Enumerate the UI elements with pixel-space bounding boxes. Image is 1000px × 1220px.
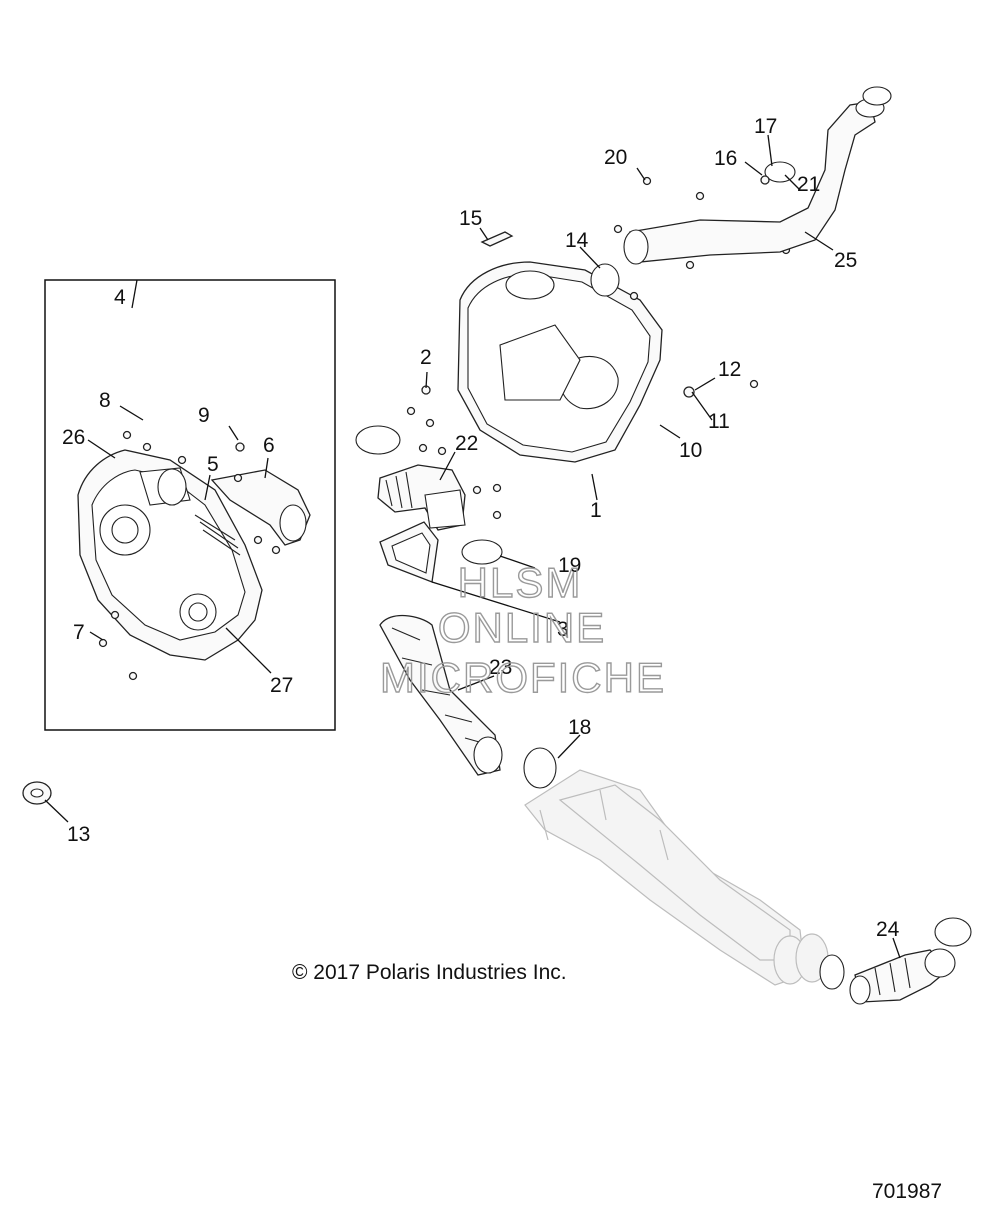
callout-10: 10	[679, 439, 702, 462]
clamp-24b	[934, 917, 972, 947]
inlet-duct-22	[377, 464, 466, 531]
callout-12: 12	[718, 358, 741, 381]
ghost-frame-tubes	[524, 769, 829, 986]
callout-26: 26	[62, 426, 85, 449]
callout-20: 20	[604, 146, 627, 169]
callout-22: 22	[455, 432, 478, 455]
watermark-line-1: HLSM	[458, 559, 583, 606]
inset-box	[44, 279, 336, 731]
callout-5: 5	[207, 453, 219, 476]
clamp-18	[523, 747, 557, 789]
diagram-number: 701987	[872, 1180, 942, 1203]
cover-duct	[210, 469, 311, 546]
main-cover-fasteners	[406, 176, 791, 520]
callout-11: 11	[708, 410, 730, 433]
intake-hose-23	[379, 614, 503, 776]
watermark-line-2: ONLINE	[438, 604, 606, 651]
watermark-line-3: MICROFICHE	[380, 654, 666, 701]
callout-16: 16	[714, 147, 737, 170]
callout-15: 15	[459, 207, 482, 230]
clamp-14	[590, 263, 620, 297]
callout-24: 24	[876, 918, 900, 941]
washer-13	[22, 781, 52, 805]
callout-14: 14	[565, 229, 589, 252]
inset-fasteners	[98, 430, 281, 681]
seal-15	[480, 231, 514, 247]
callout-13: 13	[67, 823, 90, 846]
watermark: HLSM ONLINE MICROFICHE	[379, 558, 666, 701]
leader-lines	[44, 134, 901, 959]
callout-18: 18	[568, 716, 591, 739]
outer-clutch-cover	[457, 261, 663, 463]
leader-4	[131, 279, 138, 309]
clamp-24a	[819, 954, 845, 990]
callout-17: 17	[754, 115, 777, 138]
callout-1: 1	[590, 499, 602, 522]
clip-16	[760, 175, 770, 185]
callout-2: 2	[420, 346, 432, 369]
callout-labels: 1 2 3 4 5 6 7 8 9 10 11 12 13 14 15 16 1…	[62, 115, 900, 941]
clamp-inlet	[355, 425, 401, 455]
outlet-duct	[623, 86, 892, 265]
callout-25: 25	[834, 249, 857, 272]
copyright-notice: © 2017 Polaris Industries Inc.	[292, 961, 567, 984]
inner-clutch-cover	[77, 449, 263, 661]
filter-3	[379, 521, 439, 583]
callout-3: 3	[557, 618, 569, 641]
callout-6: 6	[263, 434, 275, 457]
callout-23: 23	[489, 656, 512, 679]
callout-8: 8	[99, 389, 111, 412]
callout-27: 27	[270, 674, 293, 697]
callout-7: 7	[73, 621, 85, 644]
clamp-19	[461, 539, 503, 565]
hose-24	[849, 948, 956, 1005]
callout-21: 21	[797, 173, 820, 196]
callout-4: 4	[114, 286, 126, 309]
callout-19: 19	[558, 554, 581, 577]
callout-9: 9	[198, 404, 210, 427]
